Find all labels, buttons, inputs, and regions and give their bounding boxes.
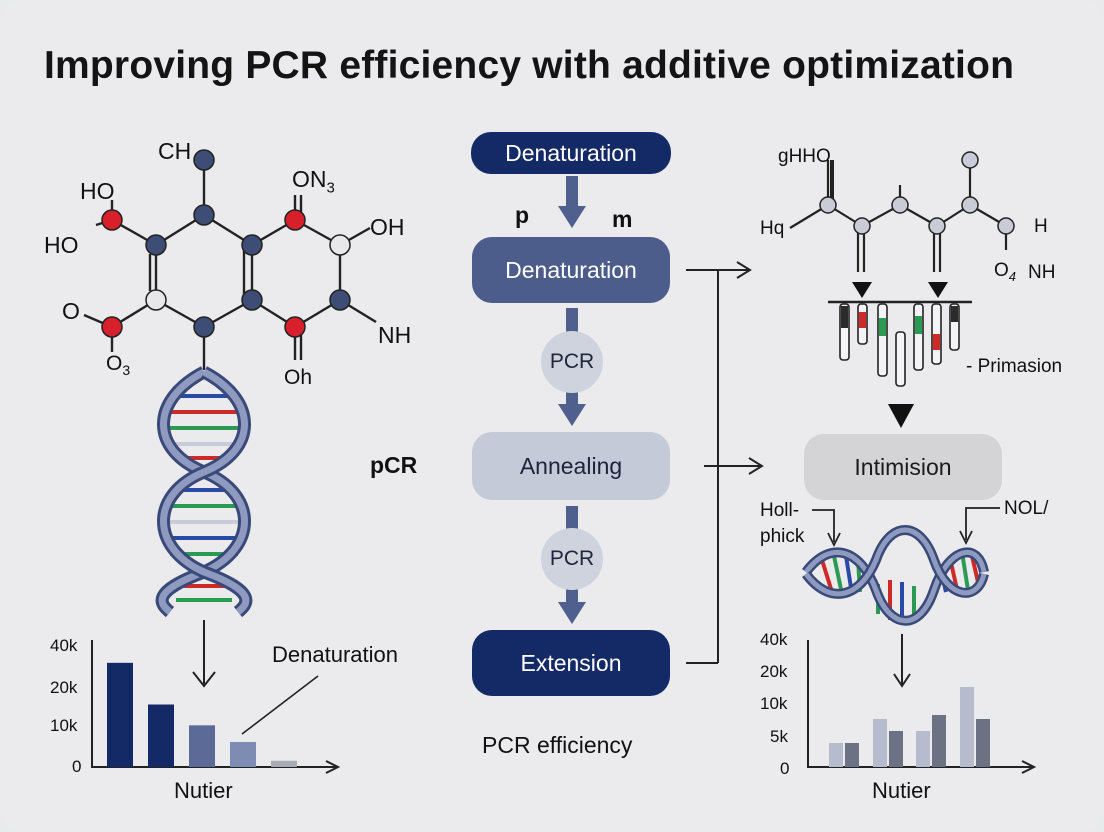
flow-side-label-m: m — [612, 206, 633, 232]
flow-step-extension[interactable]: Extension — [472, 630, 670, 696]
left-chart-bar — [148, 704, 174, 767]
intimision-box[interactable]: Intimision — [804, 434, 1002, 500]
flow-pcr-circle-1: PCR — [541, 331, 603, 393]
flow-step-denaturation-1[interactable]: Denaturation — [471, 132, 671, 174]
right-chart-xlabel: Nutier — [872, 778, 931, 803]
o3-label: O3 — [106, 352, 131, 379]
right-chart-bar — [960, 687, 974, 767]
right-ytick-0: 0 — [780, 759, 790, 778]
nh-label: NH — [378, 322, 412, 348]
ho-label-top: HO — [80, 178, 115, 204]
left-chart-bar — [189, 725, 215, 767]
o-label: O — [62, 298, 80, 324]
left-chart-bar — [271, 760, 297, 767]
ch-label: CH — [158, 138, 192, 164]
left-chart-bar — [107, 662, 133, 767]
right-mol-o4-label: O4 — [994, 260, 1017, 284]
flow-step-denaturation-2[interactable]: Denaturation — [472, 237, 670, 303]
right-ytick-40k: 40k — [760, 630, 788, 649]
right-chart-x-arrow — [1021, 760, 1037, 774]
no3-label: ON3 — [292, 166, 335, 197]
right-chart-bar — [845, 743, 859, 767]
right-mol-nh-label: NH — [1028, 262, 1056, 283]
left-chart-annotation-line — [241, 675, 319, 735]
left-ytick-20k: 20k — [50, 678, 78, 697]
left-ytick-0: 0 — [72, 757, 82, 776]
right-mol-hq-label: Hq — [760, 218, 785, 239]
right-ytick-10k: 10k — [760, 694, 788, 713]
flow-pcr-circle-2: PCR — [541, 528, 603, 590]
ho-label-left: HO — [44, 232, 79, 258]
left-chart-annotation: Denaturation — [272, 642, 398, 667]
right-ytick-20k: 20k — [760, 662, 788, 681]
oh-label-bottom: Oh — [284, 366, 313, 389]
left-ytick-40k: 40k — [50, 636, 78, 655]
right-mol-top-label: gHHO — [778, 146, 831, 167]
flow-step-annealing[interactable]: Annealing — [472, 432, 670, 500]
flow-side-label-pcr: pCR — [370, 452, 418, 478]
right-chart-bar — [976, 719, 990, 767]
page-title: Improving PCR efficiency with additive o… — [44, 44, 1015, 87]
nol-label: NOL/ — [1004, 498, 1049, 519]
left-chart-xlabel: Nutier — [174, 778, 233, 803]
left-ytick-10k: 10k — [50, 716, 78, 735]
right-ytick-5k: 5k — [770, 727, 788, 746]
right-chart-bar — [932, 715, 946, 767]
flow-side-label-p: p — [515, 202, 530, 228]
flow-caption: PCR efficiency — [482, 732, 633, 758]
left-chart-bar — [230, 742, 256, 767]
oh-label-right: OH — [370, 214, 405, 240]
right-chart-bar — [916, 731, 930, 767]
right-chart-bar — [873, 719, 887, 767]
right-chart-bar — [829, 743, 843, 767]
primasion-label: - Primasion — [966, 356, 1063, 377]
holl-phick-label: Holl-phick — [760, 500, 805, 547]
right-mol-h-label: H — [1034, 216, 1048, 237]
left-chart-x-arrow — [325, 760, 341, 774]
right-chart-bar — [889, 731, 903, 767]
